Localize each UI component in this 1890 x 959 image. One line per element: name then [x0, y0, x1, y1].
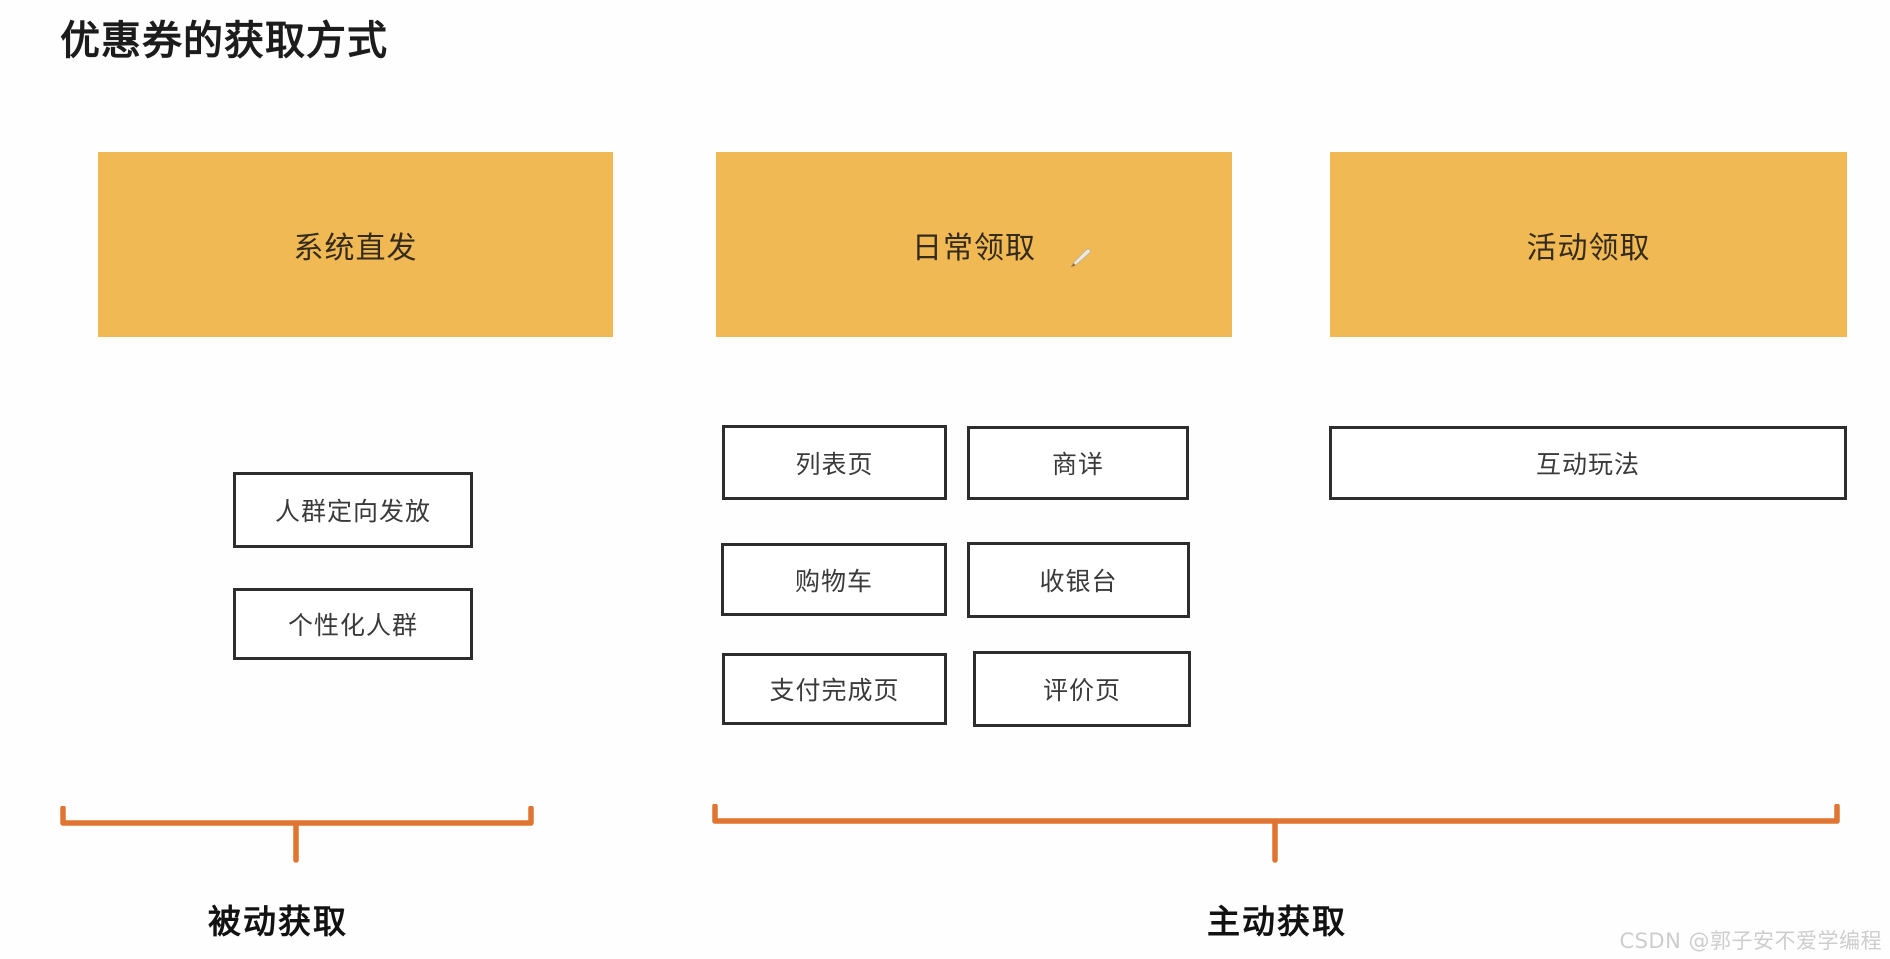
- node-crowd-targeted-distribution: 人群定向发放: [233, 472, 473, 548]
- pen-cursor-icon: [1069, 248, 1091, 268]
- header-daily-claim: 日常领取: [716, 152, 1232, 337]
- node-product-detail: 商详: [967, 426, 1189, 500]
- brace-active-group: [712, 804, 1840, 863]
- watermark: CSDN @郭子安不爱学编程: [1619, 929, 1882, 953]
- node-personalized-crowd: 个性化人群: [233, 588, 473, 660]
- node-interactive-play: 互动玩法: [1329, 426, 1847, 500]
- header-system-direct-issue: 系统直发: [98, 152, 613, 337]
- label-passive-acquisition: 被动获取: [208, 902, 348, 941]
- page-title: 优惠券的获取方式: [60, 18, 388, 64]
- node-shopping-cart: 购物车: [721, 543, 947, 616]
- node-list-page: 列表页: [722, 425, 947, 500]
- header-daily-claim-label: 日常领取: [912, 230, 1036, 266]
- brace-passive-group: [60, 806, 534, 863]
- header-activity-claim-label: 活动领取: [1526, 230, 1651, 266]
- node-review-page: 评价页: [973, 651, 1191, 727]
- node-payment-complete-page: 支付完成页: [722, 653, 947, 725]
- node-checkout-counter: 收银台: [967, 542, 1190, 618]
- header-system-direct-issue-label: 系统直发: [293, 230, 418, 266]
- header-activity-claim: 活动领取: [1330, 152, 1847, 337]
- label-active-acquisition: 主动获取: [1207, 902, 1347, 941]
